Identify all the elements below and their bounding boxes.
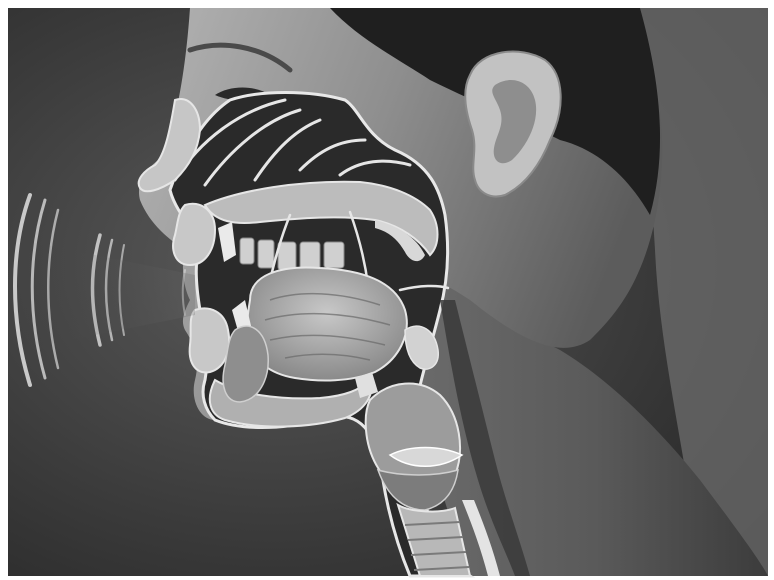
tongue <box>247 267 407 380</box>
lower-lip <box>190 308 229 372</box>
upper-lip <box>173 204 215 265</box>
